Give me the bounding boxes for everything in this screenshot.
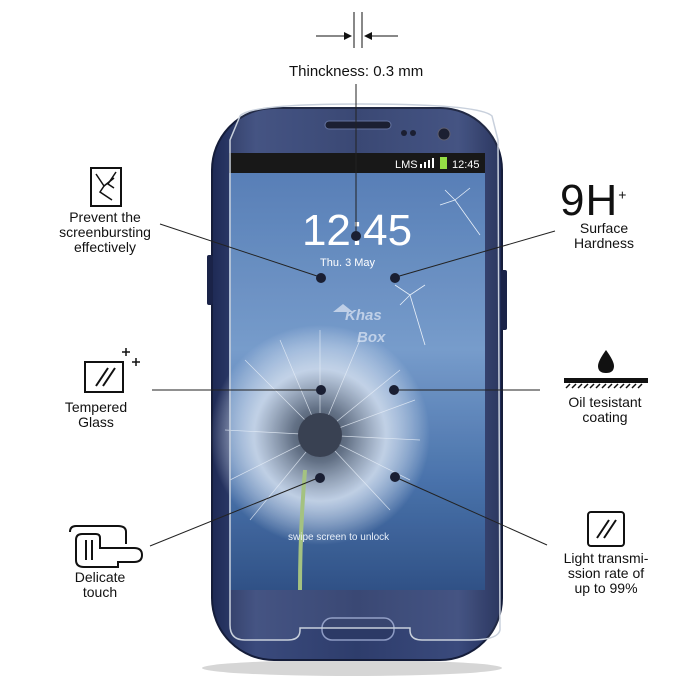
screen-protector-outline	[229, 103, 501, 641]
shatter-icon	[90, 167, 122, 207]
earpiece	[324, 120, 392, 130]
tempered-glass-icon	[84, 348, 140, 393]
transmission-icon	[587, 511, 625, 547]
status-time: 12:45	[452, 159, 480, 171]
touch-hand-icon	[69, 525, 144, 568]
feature-prevent: Prevent the screenbursting effectively	[59, 209, 151, 255]
svg-text:Box: Box	[357, 329, 386, 346]
svg-text:Khas: Khas	[345, 307, 382, 324]
lock-date: Thu. 3 May	[320, 257, 376, 269]
lock-clock: 12:45	[302, 206, 412, 255]
status-network: LMS	[395, 159, 418, 171]
hardness-rating: 9H+	[560, 176, 628, 225]
phone-shadow	[202, 660, 502, 676]
battery-icon	[440, 157, 447, 169]
home-button	[321, 617, 395, 641]
watermark-logo: Khas Box	[333, 304, 386, 346]
feature-delicate: Delicate touch	[74, 569, 126, 600]
unlock-hint: swipe screen to unlock	[288, 532, 390, 543]
feature-light: Light transmi- ssion rate of up to 99%	[563, 550, 649, 596]
front-camera	[437, 127, 451, 141]
feature-hardness: Surface Hardness	[574, 220, 634, 251]
feature-tempered: Tempered Glass	[64, 399, 128, 430]
oil-drop-icon	[564, 350, 648, 389]
feature-oil: Oil tesistant coating	[568, 394, 642, 425]
thickness-label: Thinckness: 0.3 mm	[289, 63, 424, 80]
